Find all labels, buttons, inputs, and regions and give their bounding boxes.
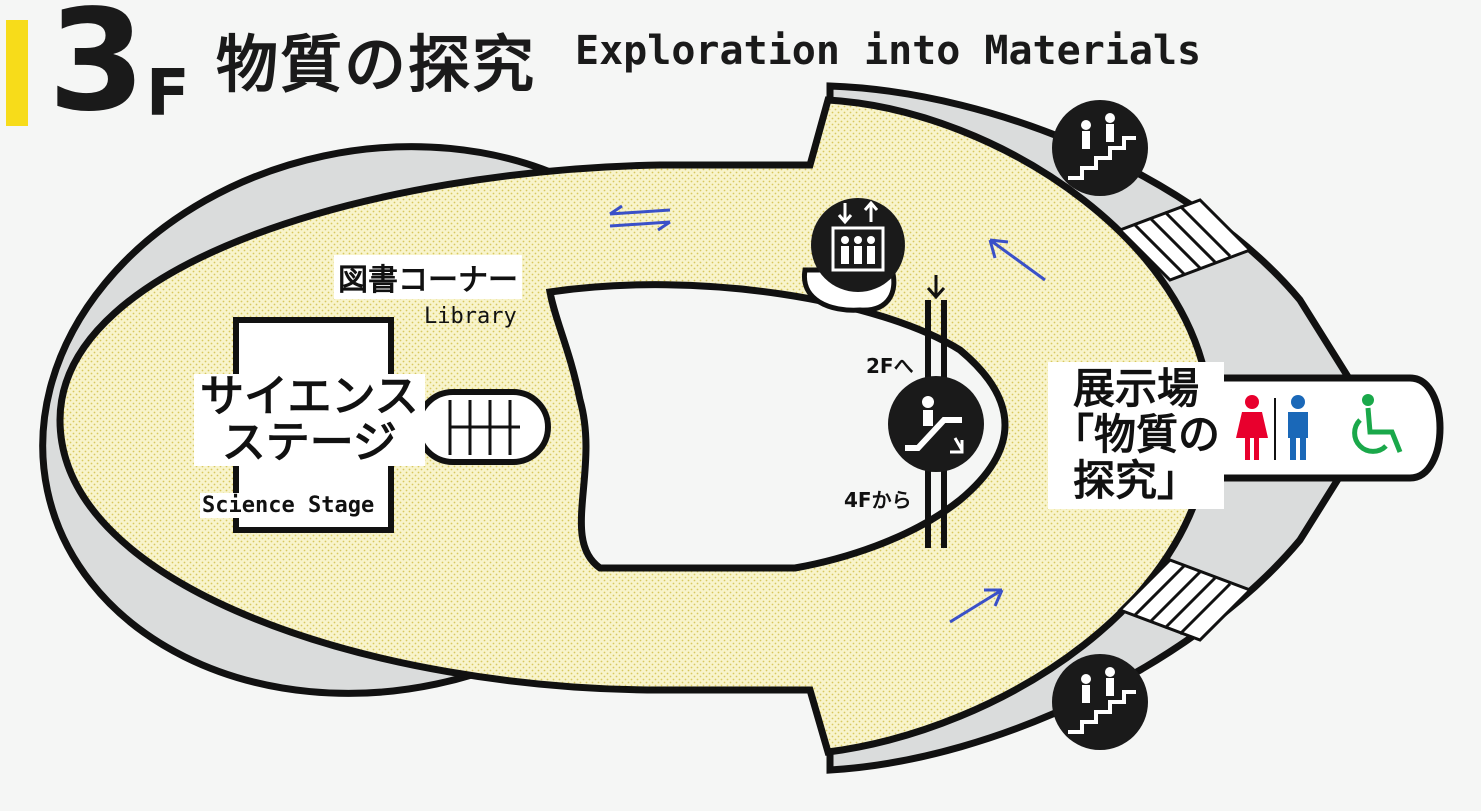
stairs-icon[interactable] xyxy=(1052,654,1148,750)
male-restroom-icon[interactable] xyxy=(1288,395,1308,460)
exhibit-hall-label: 展示場 「物質の 探究」 xyxy=(1048,362,1225,509)
floor-number: 3 xyxy=(48,0,146,143)
elevator-icon[interactable] xyxy=(802,198,905,313)
east-stairs-bottom xyxy=(1117,558,1253,642)
down-arrow-icon xyxy=(926,275,946,300)
library-label-jp: 図書コーナー xyxy=(334,255,522,299)
arrow-northwest-icon xyxy=(988,238,1046,282)
female-restroom-icon[interactable] xyxy=(1236,395,1268,460)
page-title-en: Exploration into Materials xyxy=(575,28,1202,74)
east-stairs-top xyxy=(1117,198,1253,282)
escalator-from-label: 4Fから xyxy=(844,488,912,512)
science-stage-label-en: Science Stage xyxy=(200,493,377,518)
wheelchair-accessible-icon[interactable] xyxy=(1352,394,1403,454)
floor-suffix: F xyxy=(146,57,190,131)
restroom-wing[interactable] xyxy=(1206,374,1444,482)
arrow-right-icon xyxy=(609,220,671,232)
arrow-left-icon xyxy=(609,204,671,216)
stairs-icon[interactable] xyxy=(1052,100,1148,196)
escalator-icon[interactable] xyxy=(888,376,984,472)
floor-accent-bar xyxy=(6,20,28,126)
direction-arrows xyxy=(609,204,1046,624)
science-stage-label-jp: サイエンス ステージ xyxy=(194,373,425,467)
escalator-down-label: 2Fへ xyxy=(866,354,914,378)
library-label-en: Library xyxy=(424,304,517,329)
arrow-northeast-icon xyxy=(949,588,1004,624)
spiral-stair-steps xyxy=(448,400,520,455)
page-title-jp: 物質の探究 xyxy=(216,28,537,101)
